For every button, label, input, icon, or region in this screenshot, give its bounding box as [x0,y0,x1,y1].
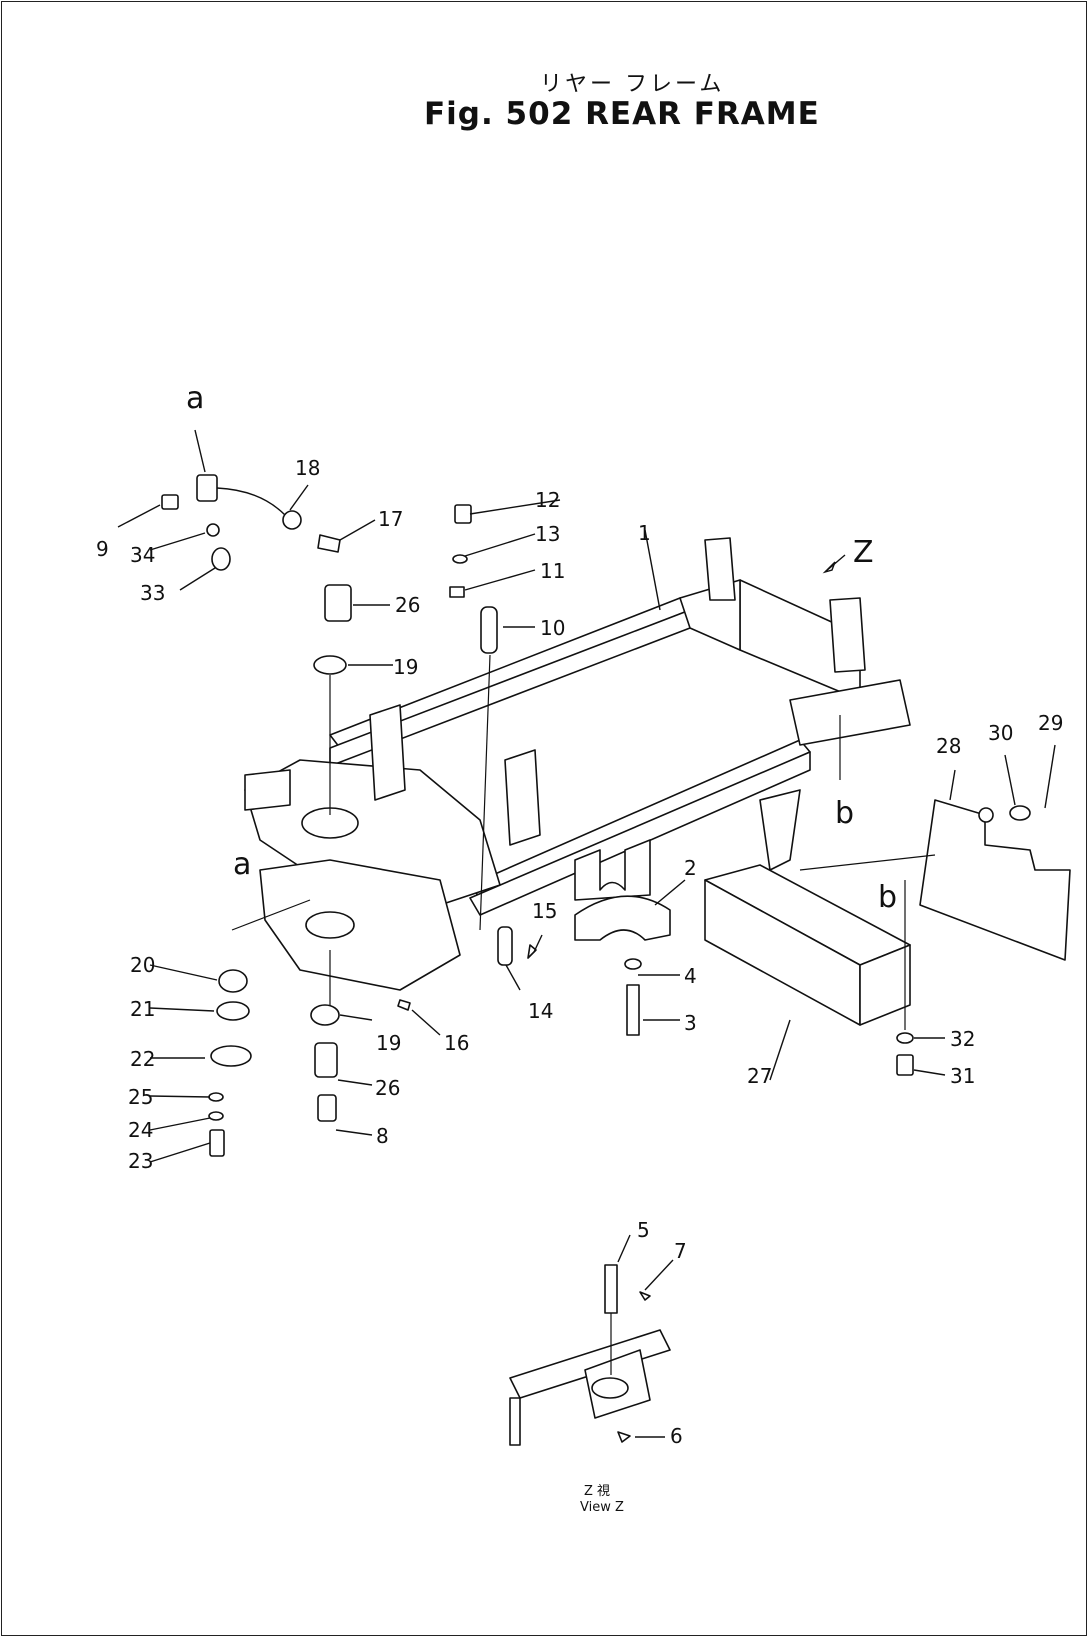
part-9: 9 [96,537,109,561]
part-13: 13 [535,522,560,546]
view-letter-z: Z [853,535,874,570]
part-12: 12 [535,488,560,512]
part-22: 22 [130,1047,155,1071]
part-29: 29 [1038,711,1063,735]
rear-frame-illustration [244,537,911,991]
view-z-caption: View Z [580,1500,624,1515]
part-3: 3 [684,1011,697,1035]
part-4: 4 [684,964,697,988]
part-5: 5 [637,1218,650,1242]
part-24: 24 [128,1118,153,1142]
assembly-lines [231,554,936,1030]
part-27: 27 [747,1064,772,1088]
part-1: 1 [638,521,651,545]
part-19-lower: 19 [376,1031,401,1055]
part-34: 34 [130,543,155,567]
part-14: 14 [528,999,553,1023]
part-25: 25 [128,1085,153,1109]
part-18: 18 [295,456,320,480]
japanese-title: リヤー フレーム [540,72,725,97]
part-30: 30 [988,721,1013,745]
part-7: 7 [674,1239,687,1263]
part-32: 32 [950,1027,975,1051]
cover-plate-28 [919,799,1071,961]
part-33: 33 [140,581,165,605]
part-6: 6 [670,1424,683,1448]
leader-lines [117,429,1056,1163]
part-15: 15 [532,899,557,923]
part-19-upper: 19 [393,655,418,679]
upper-left-parts [161,474,498,675]
part-17: 17 [378,507,403,531]
view-letter-b-frame: b [835,796,854,831]
part-16: 16 [444,1031,469,1055]
part-26-upper: 26 [395,593,420,617]
part-2: 2 [684,856,697,880]
part-numbers: 1 2 3 4 5 6 7 8 9 10 11 12 13 14 15 16 1… [96,456,1063,1448]
view-letter-b-support: b [878,880,897,915]
part-20: 20 [130,953,155,977]
part-11: 11 [540,559,565,583]
view-letter-a-frame: a [233,847,251,882]
part-31: 31 [950,1064,975,1088]
view-z-caption-jp: Z 視 [584,1484,610,1499]
figure-title: Fig. 502 REAR FRAME [424,96,820,132]
lower-left-parts [208,805,1031,1157]
view-letter-a-top: a [186,381,204,416]
part-10: 10 [540,616,565,640]
part-21: 21 [130,997,155,1021]
part-26-lower: 26 [375,1076,400,1100]
part-28: 28 [936,734,961,758]
part-23: 23 [128,1149,153,1173]
view-z-inset [509,1234,674,1446]
view-letters: a a b b Z [186,381,897,915]
support-frame-27 [704,789,911,1026]
part-8: 8 [376,1124,389,1148]
